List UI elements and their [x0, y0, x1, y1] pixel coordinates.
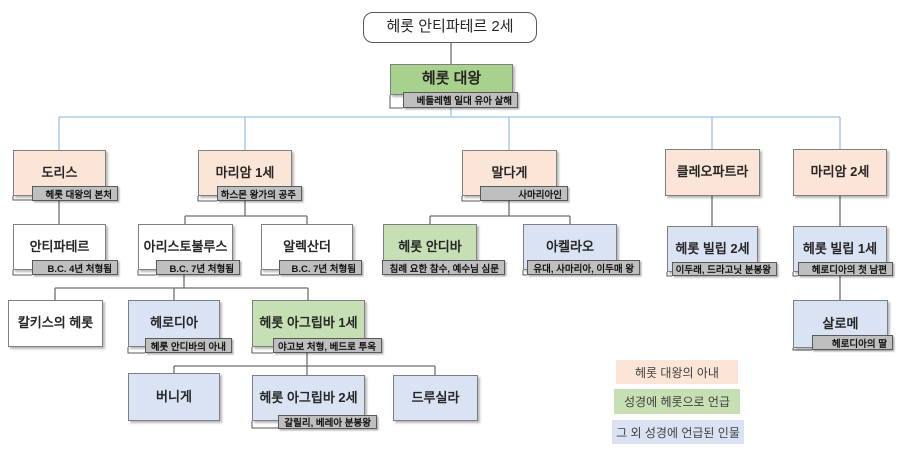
node-doris-note: 헤롯 대왕의 본처 — [32, 186, 118, 201]
node-salome-note: 헤로디아의 딸 — [812, 335, 893, 350]
node-herod-philip1-title: 헤롯 빌립 1세 — [802, 240, 878, 256]
node-antipater-title: 안티파테르 — [29, 238, 90, 254]
node-herod-antipas-title: 헤롯 안디바 — [398, 238, 462, 254]
node-herodias-title: 헤로디아 — [150, 315, 198, 331]
node-alexander-note: B.C. 7년 처형됨 — [279, 260, 362, 275]
node-aristobulus: 아리스토불루스 — [138, 224, 233, 270]
node-herod-agrippa2: 헤롯 아그립바 2세 — [252, 375, 365, 421]
node-cleopatra-title: 클레오파트라 — [676, 164, 749, 180]
node-herod-agrippa2-title: 헤롯 아그립바 2세 — [259, 389, 358, 405]
node-doris-title: 도리스 — [41, 164, 78, 180]
node-herod-philip2-title: 헤롯 빌립 2세 — [675, 240, 750, 256]
node-mariamne2: 마리암 2세 — [793, 149, 887, 196]
node-salome-title: 살로메 — [822, 315, 859, 331]
legend-wife: 헤롯 대왕의 아내 — [616, 360, 738, 384]
node-herod-great-note: 베들레헴 일대 유아 살해 — [403, 92, 518, 108]
node-archelaus-title: 아켈라오 — [546, 238, 594, 254]
node-cleopatra: 클레오파트라 — [665, 149, 760, 196]
node-mariamne1-note: 하스몬 왕가의 공주 — [217, 186, 302, 201]
node-herod-agrippa1-note: 야고보 처형, 베드로 투옥 — [273, 338, 382, 353]
node-herod-of-chalcis: 칼키스의 헤롯 — [8, 300, 103, 347]
node-bernice: 버니게 — [128, 373, 220, 421]
legend-herod-mention: 성경에 헤롯으로 언급 — [614, 389, 740, 414]
node-mariamne1-title: 마리암 1세 — [215, 164, 275, 180]
node-mariamne2-title: 마리암 2세 — [810, 164, 870, 180]
node-herod-great-title: 헤롯 대왕 — [421, 70, 482, 88]
node-herodias-note: 헤롯 안디바의 아내 — [145, 338, 232, 353]
node-bernice-title: 버니게 — [156, 388, 192, 404]
node-malthace-note: 사마리아인 — [480, 186, 568, 201]
node-herod-agrippa1-title: 헤롯 아그립바 1세 — [259, 315, 358, 331]
node-drusilla: 드루실라 — [393, 375, 478, 421]
node-drusilla-title: 드루실라 — [411, 389, 460, 405]
node-alexander-title: 알렉산더 — [283, 238, 331, 254]
node-herod-antipas-note: 침례 요한 참수, 예수님 심문 — [382, 260, 505, 275]
node-herod-antipater2: 헤롯 안티파테르 2세 — [363, 12, 537, 43]
node-herod-philip2-note: 이두래, 드라고닛 분봉왕 — [672, 262, 777, 276]
legend-other-mention: 그 외 성경에 언급된 인물 — [612, 420, 744, 444]
node-antipater-note: B.C. 4년 처형됨 — [32, 260, 118, 275]
node-aristobulus-title: 아리스토불루스 — [143, 238, 228, 254]
node-herod-agrippa2-note: 갈릴리, 베레아 분봉왕 — [278, 415, 377, 429]
node-archelaus-note: 유대, 사마리아, 이두매 왕 — [527, 260, 640, 275]
node-herod-of-chalcis-title: 칼키스의 헤롯 — [17, 315, 94, 331]
node-herod-antipater2-title: 헤롯 안티파테르 2세 — [386, 18, 514, 36]
node-malthace-title: 말다게 — [491, 164, 528, 180]
node-herod-great: 헤롯 대왕 — [390, 64, 513, 95]
node-herod-philip1-note: 헤로디아의 첫 남편 — [798, 262, 893, 276]
node-aristobulus-note: B.C. 7년 처형됨 — [156, 260, 240, 275]
